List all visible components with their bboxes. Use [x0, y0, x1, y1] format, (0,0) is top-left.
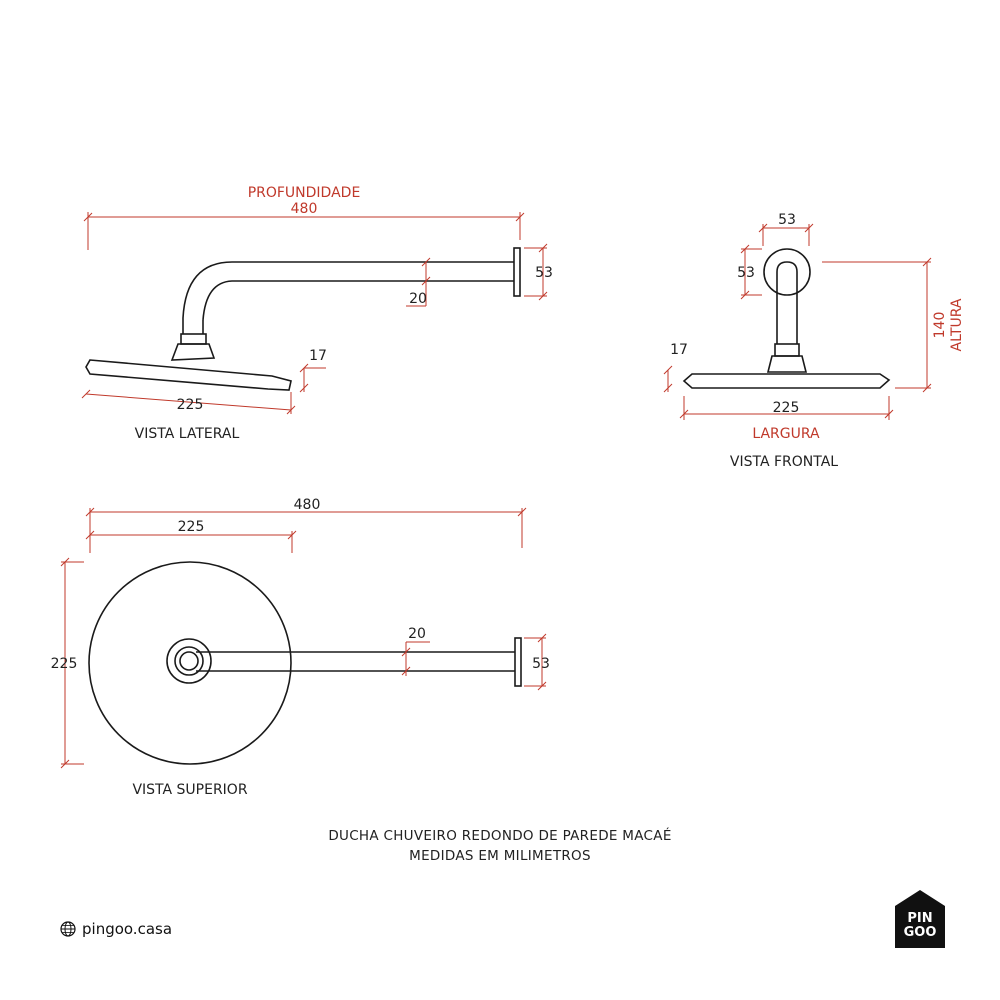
top-length-dim: 480: [294, 497, 321, 513]
globe-icon: [60, 921, 76, 937]
side-pipe-top-edge: [182, 261, 514, 319]
front-flange-width-dim: 53: [778, 212, 796, 228]
caption-title: DUCHA CHUVEIRO REDONDO DE PAREDE MACAÉ: [328, 828, 672, 844]
top-diameter-dim: 225: [178, 519, 205, 535]
front-height-value: 140: [932, 312, 948, 339]
website-text: pingoo.casa: [82, 920, 173, 938]
side-view-title: VISTA LATERAL: [135, 426, 240, 442]
front-shower-head: [682, 373, 891, 389]
top-connector-inner: [179, 651, 199, 671]
front-pipe-elbow: [776, 261, 798, 300]
logo-line-1: PIN: [907, 911, 933, 926]
side-depth-label: PROFUNDIDADE: [248, 185, 361, 201]
front-height-label: ALTURA: [949, 298, 965, 351]
side-pipe-dim: 20: [409, 291, 427, 307]
top-view: [88, 561, 522, 765]
top-height-dim: 225: [51, 656, 78, 672]
top-view-title: VISTA SUPERIOR: [132, 782, 247, 798]
side-depth-value: 480: [291, 201, 318, 217]
side-view: [85, 247, 521, 391]
top-view-dimensions: [60, 507, 547, 769]
side-thickness-dim: 17: [309, 348, 327, 364]
side-wall-flange: [513, 247, 521, 297]
front-head-neck: [766, 355, 808, 373]
side-view-dimensions: [81, 212, 548, 415]
front-thickness-dim: 17: [670, 342, 688, 358]
caption-subtitle: MEDIDAS EM MILIMETROS: [409, 848, 591, 864]
website-link[interactable]: pingoo.casa: [60, 920, 172, 938]
front-view-dimensions: [663, 223, 932, 420]
house-logo-icon: [895, 890, 945, 948]
front-flange-height-dim: 53: [737, 265, 755, 281]
front-width-dim: 225: [773, 400, 800, 416]
pingoo-logo: PIN GOO: [895, 888, 945, 948]
top-connector-outer: [166, 638, 212, 684]
front-width-label: LARGURA: [752, 426, 820, 442]
side-head-neck: [170, 343, 216, 361]
side-width-dim: 225: [177, 397, 204, 413]
top-pipe-dim: 20: [408, 626, 426, 642]
front-view: [682, 248, 891, 389]
side-flange-dim: 53: [535, 265, 553, 281]
side-pipe-bottom-edge: [202, 280, 514, 321]
logo-line-2: GOO: [903, 925, 937, 940]
top-shower-head: [88, 561, 292, 765]
front-view-title: VISTA FRONTAL: [730, 454, 838, 470]
side-shower-head: [85, 359, 292, 391]
top-connector-mid: [174, 646, 204, 676]
side-connector: [180, 333, 207, 345]
front-wall-flange: [763, 248, 811, 296]
top-flange-dim: 53: [532, 656, 550, 672]
top-wall-flange: [514, 637, 522, 687]
front-connector: [774, 343, 800, 357]
